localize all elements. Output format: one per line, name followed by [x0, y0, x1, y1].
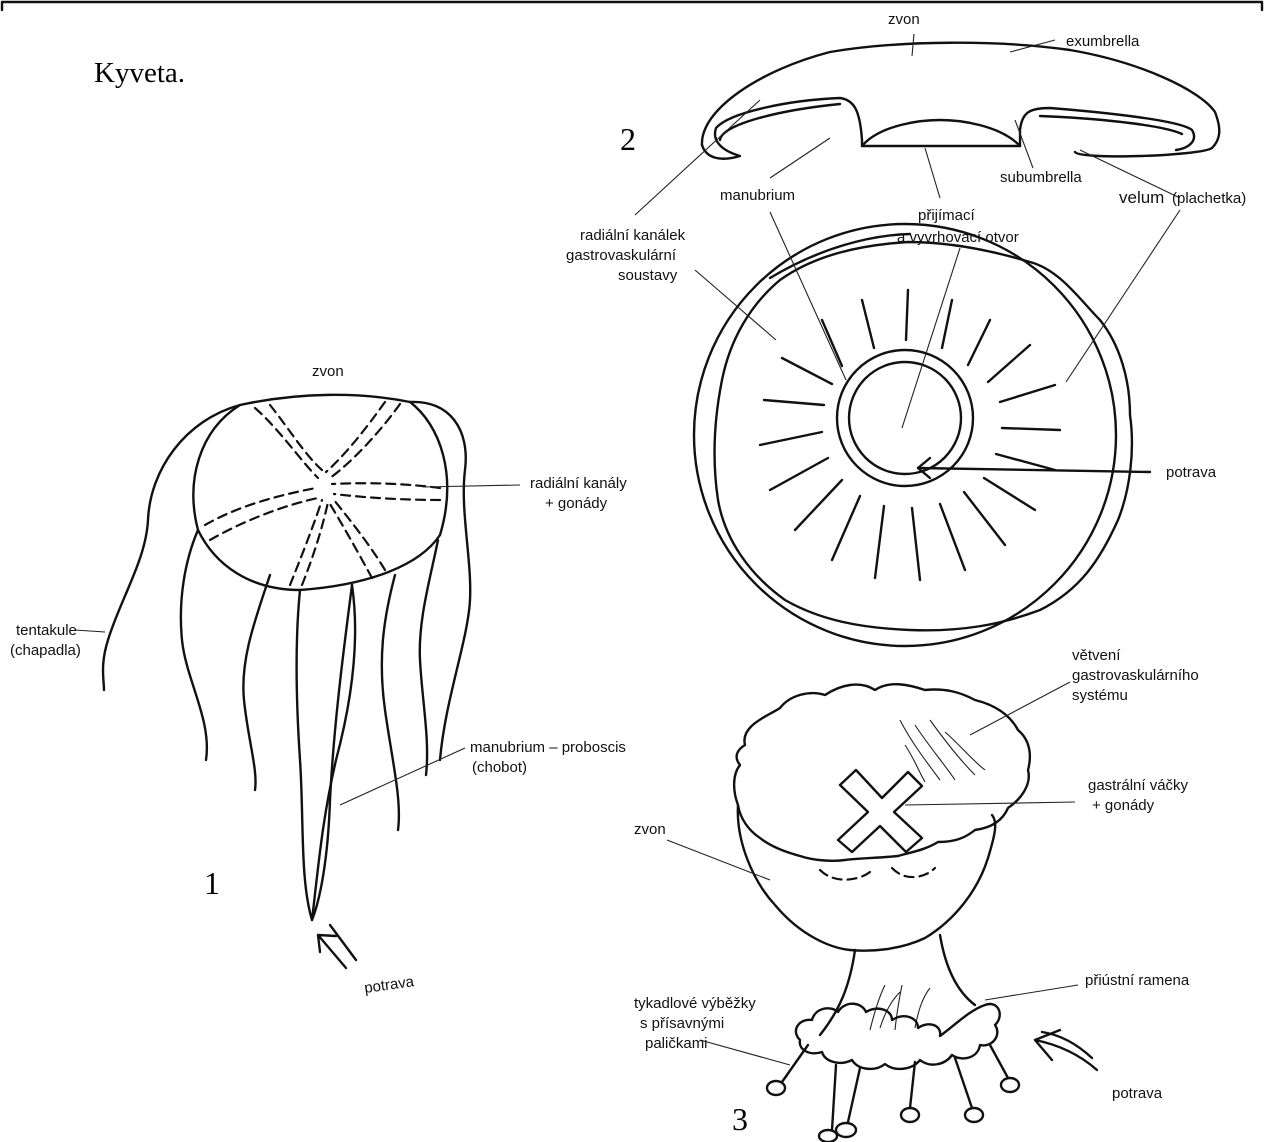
fig2-exumbrella-pointer: [1010, 40, 1055, 52]
fig1-food-arrow: [318, 925, 356, 968]
fig1-label-radial-1: radiální kanály: [530, 475, 627, 492]
fig1-manubrium: [297, 585, 352, 920]
fig3-oral-arms: [796, 1004, 1000, 1069]
fig2-label-zvon: zvon: [888, 11, 920, 28]
fig2-radial-pointer: [695, 270, 776, 340]
fig1-radial-canal-4: [330, 404, 400, 478]
fig1-label-zvon: zvon: [312, 363, 344, 380]
fig2-label-potrava: potrava: [1166, 464, 1217, 481]
fig1-label-potrava: potrava: [363, 973, 416, 997]
fig1-radial-canal-11: [334, 500, 385, 570]
fig1-radial-canal-2: [270, 405, 322, 470]
figure-1-medusa: zvon radiální kanály + gonády tentakule …: [10, 363, 627, 997]
fig3-arm-folds: [870, 985, 930, 1030]
fig1-tentacle-4: [382, 575, 399, 830]
fig2-manubrium-pointer-top: [770, 138, 830, 178]
fig3-tentacle-knobs: [767, 1045, 1019, 1142]
fig3-bell-rim: [734, 684, 1030, 861]
figure-2-section: zvon exumbrella subumbrella velum (plach…: [566, 11, 1246, 646]
fig1-tentakule-pointer: [75, 630, 105, 632]
fig2-outer-ring: [694, 224, 1116, 646]
fig3-label-priustni: přiústní ramena: [1085, 972, 1190, 989]
fig1-tentacle-2: [243, 575, 270, 790]
fig2-subumbrella-left: [702, 98, 1194, 159]
fig1-label-tentakule-2: (chapadla): [10, 642, 81, 659]
fig2-label-velum-note: (plachetka): [1172, 190, 1246, 207]
fig3-label-zvon: zvon: [634, 821, 666, 838]
fig2-manubrium-base: [862, 120, 1020, 146]
fig3-gastral-pointer: [905, 802, 1075, 805]
fig3-dashed-arc: [820, 868, 935, 880]
fig1-tentacle-3: [420, 540, 438, 775]
fig3-label-potrava: potrava: [1112, 1085, 1163, 1102]
fig3-priustni-pointer: [985, 985, 1078, 1000]
fig3-bell-lower: [738, 805, 995, 951]
fig3-label-vetveni-3: systému: [1072, 687, 1128, 704]
fig1-label-radial-2: + gonády: [545, 495, 608, 512]
fig2-otvor-pointer-top: [925, 148, 940, 198]
fig1-label-tentakule-1: tentakule: [16, 622, 77, 639]
fig2-label-manubrium: manubrium: [720, 187, 795, 204]
fig1-radial-canal-6: [334, 494, 440, 500]
fig1-radial-canal-3: [326, 402, 385, 472]
fig3-label-gastral-1: gastrální váčky: [1088, 777, 1189, 794]
fig2-label-radial-2: gastrovaskulární: [566, 247, 677, 264]
fig1-tentacle-1: [181, 530, 207, 760]
fig2-velum-ring: [715, 242, 1132, 630]
fig1-manubrium-pointer: [340, 748, 465, 805]
figure-3-scyphozoa: větvení gastrovaskulárního systému gastr…: [634, 647, 1199, 1142]
fig1-radial-canal-8: [210, 498, 318, 540]
fig2-otvor-pointer: [902, 248, 960, 428]
fig2-label-radial-1: radiální kanálek: [580, 227, 686, 244]
fig2-label-subumbrella: subumbrella: [1000, 169, 1082, 186]
fig3-label-vetveni-1: větvení: [1072, 647, 1121, 664]
fig2-label-velum: velum: [1119, 188, 1164, 207]
fig2-number: 2: [620, 121, 636, 157]
fig3-label-tykadl-2: s přísavnými: [640, 1015, 724, 1032]
fig3-stalk-left: [820, 950, 855, 1035]
fig3-food-arrow: [1035, 1030, 1097, 1070]
fig1-radial-canal-1: [255, 408, 318, 478]
fig2-label-otvor-1: přijímací: [918, 207, 976, 224]
fig3-number: 3: [732, 1101, 748, 1137]
fig3-label-tykadl-3: paličkami: [645, 1035, 708, 1052]
fig3-tykadl-pointer: [700, 1040, 790, 1065]
page-title: Kyveta.: [94, 57, 185, 89]
fig2-inner-layer: [720, 104, 1182, 140]
fig3-label-gastral-2: + gonády: [1092, 797, 1155, 814]
fig1-radial-pointer: [423, 485, 520, 487]
fig1-label-manubrium-2: (chobot): [472, 759, 527, 776]
fig1-radial-canal-7: [205, 488, 316, 525]
fig3-label-vetveni-2: gastrovaskulárního: [1072, 667, 1199, 684]
fig3-label-tykadl-1: tykadlové výběžky: [634, 995, 756, 1012]
fig3-vetveni-pointer: [970, 682, 1070, 735]
fig1-number: 1: [204, 865, 220, 901]
fig2-velum-pointer: [1066, 210, 1180, 382]
fig2-radial-canals: [760, 290, 1060, 580]
fig2-exumbrella: [702, 43, 1219, 157]
fig2-food-arrow: [918, 468, 1150, 472]
fig3-zvon-pointer: [667, 840, 770, 880]
fig3-gastral-x: [838, 770, 922, 852]
fig3-branching-vessels: [900, 720, 985, 782]
fig2-outer-edge-arc: [770, 234, 910, 278]
fig2-label-radial-3: soustavy: [618, 267, 678, 284]
fig2-zvon-pointer: [912, 34, 914, 56]
fig1-label-manubrium-1: manubrium – proboscis: [470, 739, 626, 756]
fig1-bell: [193, 395, 447, 590]
fig1-tentacle-right-outer: [410, 402, 470, 760]
fig3-stalk-right: [940, 935, 975, 1005]
fig2-label-otvor-2: a vyvrhovací otvor: [897, 229, 1019, 246]
fig1-tentacle-left-outer: [103, 405, 240, 690]
fig2-label-exumbrella: exumbrella: [1066, 33, 1140, 50]
